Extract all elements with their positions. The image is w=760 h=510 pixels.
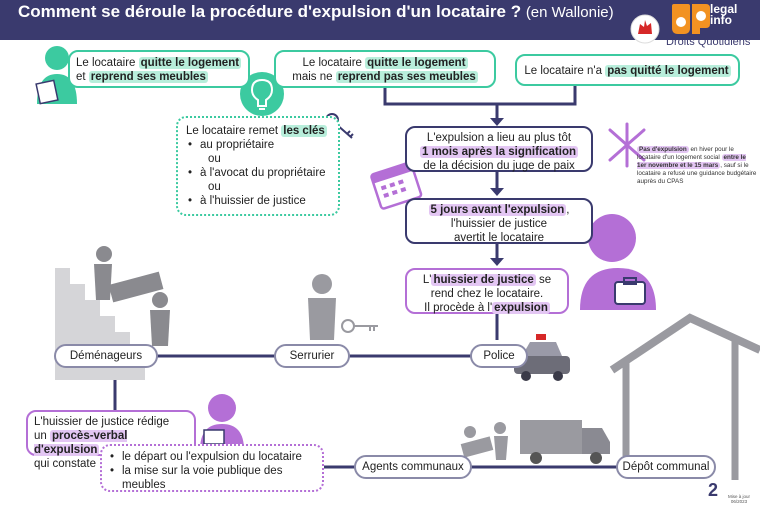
- actor-municipal-agents: Agents communaux: [354, 455, 472, 479]
- step-bailiff-expulsion: L'huissier de justice se rend chez le lo…: [405, 268, 569, 314]
- keys-handover-box: Le locataire remet les clés au propriéta…: [176, 116, 340, 216]
- brand-logo: legal info Droits Quotidiens: [630, 0, 760, 56]
- keys-recipients-list: au propriétaire ou à l'avocat du proprié…: [186, 138, 330, 208]
- logo-caption: Droits Quotidiens: [666, 36, 751, 48]
- winter-exception-note: Pas d'expulsion en hiver pour le locatai…: [637, 146, 757, 185]
- step-expulsion-date: L'expulsion a lieu au plus tôt 1 mois ap…: [405, 126, 593, 172]
- expulsion-report-box: L'huissier de justice rédige un procès-v…: [26, 410, 196, 470]
- report-findings-list: le départ ou l'expulsion du locataire la…: [100, 444, 324, 492]
- actor-police: Police: [470, 344, 528, 368]
- wallonia-rooster-icon: [630, 14, 660, 44]
- actor-municipal-depot: Dépôt communal: [616, 455, 716, 479]
- logo-wordmark: legal info: [710, 2, 738, 27]
- header-bar: Comment se déroule la procédure d'expuls…: [0, 0, 760, 40]
- scenario-not-left: Le locataire n'a pas quitté le logement: [515, 54, 740, 86]
- update-date: Mise à jour 06/2023: [728, 494, 751, 504]
- droits-quotidiens-logo-icon: [672, 4, 710, 34]
- page-number: 2: [708, 480, 719, 500]
- actor-locksmith: Serrurier: [274, 344, 350, 368]
- step-five-days-notice: 5 jours avant l'expulsion, l'huissier de…: [405, 198, 593, 244]
- page-title: Comment se déroule la procédure d'expuls…: [18, 2, 614, 21]
- scenario-leaves-with-furniture: Le locataire quitte le logement et repre…: [68, 50, 250, 88]
- scenario-leaves-without-furniture: Le locataire quitte le logement mais ne …: [274, 50, 496, 88]
- actor-movers: Déménageurs: [54, 344, 158, 368]
